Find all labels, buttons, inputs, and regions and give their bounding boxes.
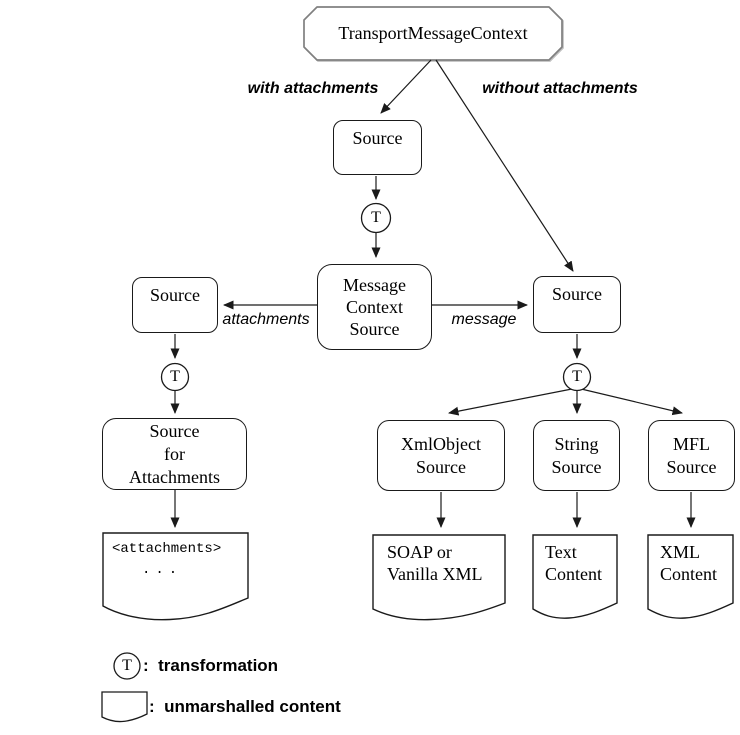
doc-line: Vanilla XML (387, 564, 483, 584)
node-transport-message-context: TransportMessageContext (304, 7, 562, 60)
node-label: Source (666, 456, 717, 477)
doc-line: XML (660, 542, 700, 562)
doc-line: ... (142, 562, 183, 578)
node-label: Source (416, 456, 466, 477)
doc-line: Text (545, 542, 577, 562)
node-xmlobject-source: XmlObject Source (377, 420, 505, 491)
arrow-transform-to-xmlobject (448, 387, 578, 416)
node-string-source: String Source (533, 420, 620, 491)
doc-line: SOAP or (387, 542, 452, 562)
doc-xml-content-text: XML Content (660, 541, 717, 585)
doc-line: Content (545, 564, 602, 584)
arrow-octagon-to-top-source (380, 59, 432, 114)
transform-t-top: T (371, 209, 381, 226)
edge-label-message: message (451, 311, 517, 328)
legend-doc-shape (101, 691, 148, 723)
transform-t-right: T (572, 368, 582, 385)
transport-message-context-octagon (303, 6, 563, 61)
doc-text-shape (532, 534, 618, 619)
node-label: Source (552, 284, 602, 304)
doc-line: <attachments> (112, 541, 222, 557)
node-source-for-attachments: Source for Attachments (102, 418, 247, 490)
legend-unmarshalled-label: : unmarshalled content (149, 697, 341, 716)
node-label: Source (149, 420, 200, 441)
doc-xml-shape (647, 534, 734, 619)
edge-label-without-attachments: without attachments (482, 80, 638, 97)
node-label: XmlObject (401, 433, 481, 454)
node-mfl-source: MFL Source (648, 420, 735, 491)
legend-transform-circle (113, 652, 141, 680)
arrow-transform-to-mfl (576, 387, 683, 416)
node-source-top: Source (333, 120, 422, 175)
transform-t-left: T (170, 368, 180, 385)
edge-label-attachments: attachments (222, 311, 310, 328)
node-label: Attachments (129, 466, 220, 487)
node-label: Source (551, 456, 602, 477)
node-source-right: Source (533, 276, 621, 333)
legend-transform-t: T (122, 657, 132, 674)
node-label: MFL (672, 433, 710, 454)
doc-attachments-text: <attachments> ... (112, 539, 221, 581)
doc-soap-shape (372, 534, 506, 621)
doc-attachments-shape (102, 532, 249, 621)
edge-label-with-attachments: with attachments (247, 80, 379, 97)
node-label: Context (346, 297, 403, 317)
node-label: TransportMessageContext (338, 23, 528, 43)
node-label: Source (352, 128, 403, 148)
doc-soap-text: SOAP or Vanilla XML (387, 541, 482, 585)
node-message-context-source: Message Context Source (317, 264, 432, 350)
node-label: Source (150, 285, 200, 305)
doc-line: Content (660, 564, 717, 584)
legend-transformation-label: : transformation (143, 656, 279, 675)
node-source-left: Source (132, 277, 218, 333)
arrow-octagon-to-right-source (435, 59, 574, 272)
node-label: String (554, 433, 599, 454)
transform-circle-right (562, 362, 592, 392)
transform-circle-left (160, 362, 190, 392)
doc-text-content-text: Text Content (545, 541, 602, 585)
node-label: Source (349, 319, 400, 339)
node-label: Message (343, 275, 406, 295)
transform-circle-top (360, 202, 392, 234)
node-label: for (164, 443, 185, 464)
